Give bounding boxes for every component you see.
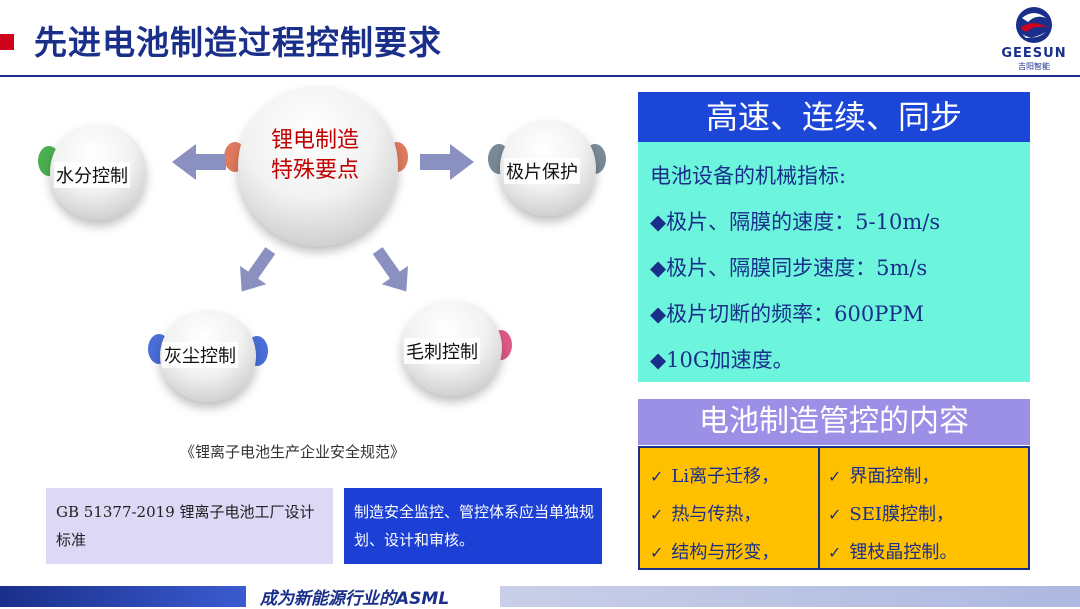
center-node: 锂电制造 特殊要点 — [238, 86, 398, 246]
arrow-down-right-icon — [372, 247, 408, 292]
speed-panel: 电池设备的机械指标: ◆极片、隔膜的速度：5-10m/s ◆极片、隔膜同步速度：… — [638, 142, 1030, 382]
control-item: ✓界面控制， — [828, 466, 940, 487]
check-icon: ✓ — [828, 467, 842, 486]
speed-item: ◆极片、隔膜同步速度：5m/s — [650, 256, 928, 280]
geesun-logo: GEESUN 吉阳智能 — [990, 4, 1078, 71]
center-label: 锂电制造 特殊要点 — [270, 128, 359, 183]
speed-item: ◆极片切断的频率：600PPM — [650, 302, 924, 326]
check-icon: ✓ — [650, 543, 664, 562]
arrow-left-icon — [172, 144, 226, 180]
control-item: ✓热与传热， — [650, 504, 762, 525]
management-box: 制造安全监控、管控体系应当单独规划、设计和审核。 — [344, 488, 602, 564]
header-divider — [0, 75, 1080, 77]
water-label: 水分控制 — [54, 162, 130, 188]
control-item: ✓Li离子迁移， — [650, 466, 780, 487]
title-marker — [0, 34, 14, 50]
speed-item: ◆10G加速度。 — [650, 348, 794, 372]
logo-swirl-icon — [1016, 7, 1052, 43]
logo-subtitle: 吉阳智能 — [1018, 62, 1050, 71]
speed-heading: 高速、连续、同步 — [638, 92, 1030, 142]
check-icon: ✓ — [650, 505, 664, 524]
check-icon: ✓ — [828, 505, 842, 524]
logo-name: GEESUN — [1001, 46, 1067, 61]
control-heading: 电池制造管控的内容 — [638, 399, 1030, 445]
dust-label: 灰尘控制 — [162, 342, 238, 368]
page-title: 先进电池制造过程控制要求 — [34, 23, 442, 62]
electrode-label: 极片保护 — [504, 158, 580, 184]
check-icon: ✓ — [650, 467, 664, 486]
control-item: ✓SEI膜控制， — [828, 504, 954, 525]
check-icon: ✓ — [828, 543, 842, 562]
burr-label: 毛刺控制 — [404, 338, 480, 364]
diagram: 锂电制造 特殊要点 水分控制 极片保护 灰尘控制 毛刺控制 — [0, 80, 620, 410]
speed-item: ◆极片、隔膜的速度：5-10m/s — [650, 210, 941, 234]
footer-bar-left — [0, 586, 246, 607]
control-item: ✓锂枝晶控制。 — [828, 542, 958, 563]
speed-lead: 电池设备的机械指标: — [650, 164, 847, 188]
management-text: 制造安全监控、管控体系应当单独规划、设计和审核。 — [354, 503, 595, 549]
footer-slogan: 成为新能源行业的ASML — [260, 589, 450, 609]
footer-bar-right — [500, 586, 1080, 607]
control-panel: ✓Li离子迁移， ✓热与传热， ✓结构与形变， ✓界面控制， ✓SEI膜控制， … — [638, 446, 1030, 570]
gb-standard-box: GB 51377-2019 锂离子电池工厂设计标准 — [46, 488, 333, 564]
arrow-down-left-icon — [240, 247, 276, 292]
gb-standard-text: GB 51377-2019 锂离子电池工厂设计标准 — [56, 503, 315, 549]
arrow-right-icon — [420, 144, 474, 180]
control-divider — [818, 448, 820, 568]
standard-caption: 《锂离子电池生产企业安全规范》 — [180, 443, 406, 461]
control-item: ✓结构与形变， — [650, 542, 780, 563]
